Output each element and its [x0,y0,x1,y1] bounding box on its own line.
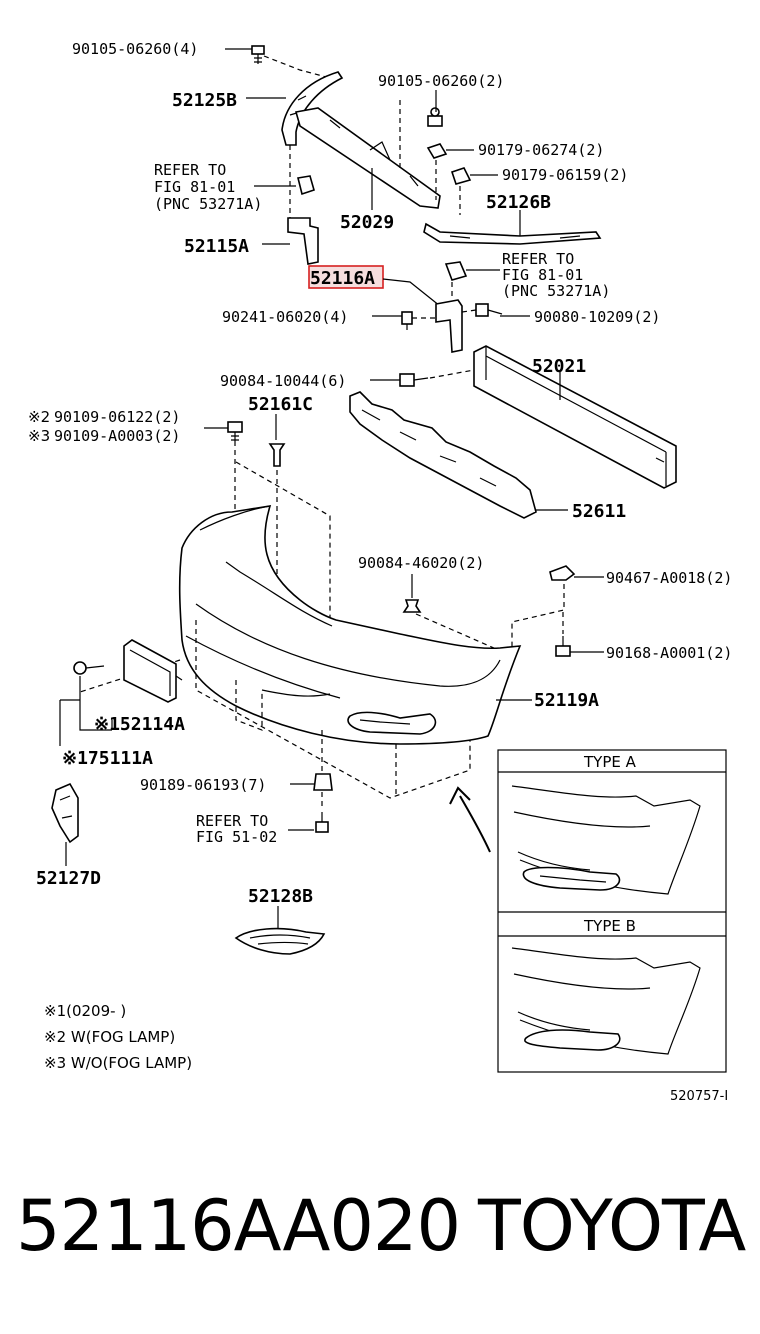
bracket-52116A[interactable] [435,299,463,353]
label-90109-06122: 90109-06122(2) [54,408,180,426]
note-1: ※1(0209- ) [44,1002,126,1020]
label-90241-06020: 90241-06020(4) [222,308,348,326]
curved-arrow [449,786,491,853]
label-90084-10044: 90084-10044(6) [220,372,346,390]
label-90084-46020: 90084-46020(2) [358,554,484,572]
label-90105-06260-4: 90105-06260(4) [72,40,198,58]
label-90467-A0018: 90467-A0018(2) [606,569,732,587]
label-52128B: 52128B [248,886,313,907]
illustration-code: 520757-I [670,1089,728,1104]
highlight-box-52116A [308,265,384,289]
label-52029: 52029 [340,212,394,233]
refer2-line3: (PNC 53271A) [502,282,610,300]
absorber-52611[interactable] [349,391,537,519]
label-52127D: 52127D [36,868,101,889]
type-a-bumper-sketch [511,785,701,895]
screw-license-bracket[interactable] [73,661,105,675]
bolt-90084-10044[interactable] [399,373,429,387]
refer1-line3: (PNC 53271A) [154,195,262,213]
retainer-52029[interactable] [294,107,441,209]
refer1-line2: FIG 81-01 [154,178,235,196]
label-52119A: 52119A [534,690,599,711]
retainer-52125B[interactable] [281,71,344,146]
cover-52128B[interactable] [234,927,326,955]
bolt-90105-left[interactable] [251,45,265,64]
retainer-52126B[interactable] [423,222,602,245]
refer3-line1: REFER TO [196,812,268,830]
label-90179-06159: 90179-06159(2) [502,166,628,184]
bolt-90105-right[interactable] [427,107,443,127]
note-mark-2: ※2 [28,408,50,426]
label-52116A[interactable]: 52116A [310,268,375,289]
clip-90189[interactable] [313,773,333,791]
label-52114A: ※152114A [94,714,185,735]
label-52126B: 52126B [486,192,551,213]
footer-caption: 52116AA020 TOYOTA [0,1185,760,1285]
bracket-52115A[interactable] [287,217,319,265]
bolt-90168[interactable] [555,636,571,657]
clip-53271A-right[interactable] [444,261,468,281]
label-52115A: 52115A [184,236,249,257]
type-inset-box [497,749,727,1073]
note-mark-3: ※3 [28,427,50,445]
nut-90179-06159[interactable] [450,167,472,185]
label-75111A: ※175111A [62,748,153,769]
label-52125B: 52125B [172,90,237,111]
type-b-title: TYPE B [583,917,636,935]
clip-90084-46020[interactable] [402,599,422,613]
refer1-line1: REFER TO [154,161,226,179]
label-90109-A0003: 90109-A0003(2) [54,427,180,445]
refer3-line2: FIG 51-02 [196,828,277,846]
label-90189-06193: 90189-06193(7) [140,776,266,794]
part-number-caption: 52116AA020 [16,1185,461,1267]
label-90179-06274: 90179-06274(2) [478,141,604,159]
clip-53271A-left[interactable] [297,175,315,196]
label-52021: 52021 [532,356,586,377]
spacer-52127D[interactable] [51,782,79,844]
screw-fig-51-02[interactable] [315,812,329,833]
license-bracket-52114A[interactable] [123,639,177,703]
label-90080-10209: 90080-10209(2) [534,308,660,326]
type-a-title: TYPE A [583,753,637,771]
label-52611: 52611 [572,501,626,522]
clip-90467[interactable] [549,565,576,581]
refer2-line1: REFER TO [502,250,574,268]
refer2-line2: FIG 81-01 [502,266,583,284]
note-3: ※3 W/O(FOG LAMP) [44,1054,192,1072]
nut-90179-06274[interactable] [426,143,448,159]
brand-caption: TOYOTA [478,1185,746,1267]
label-52161C: 52161C [248,394,313,415]
bumper-cover-52119A[interactable] [178,505,522,745]
type-b-bumper-sketch [511,947,701,1055]
label-90168-A0001: 90168-A0001(2) [606,644,732,662]
note-2: ※2 W(FOG LAMP) [44,1028,175,1046]
clip-52161C[interactable] [268,443,286,467]
bolt-90241[interactable] [401,311,413,330]
bolt-90080[interactable] [475,303,503,317]
bolt-90109[interactable] [227,421,243,446]
label-90105-06260-2: 90105-06260(2) [378,72,504,90]
